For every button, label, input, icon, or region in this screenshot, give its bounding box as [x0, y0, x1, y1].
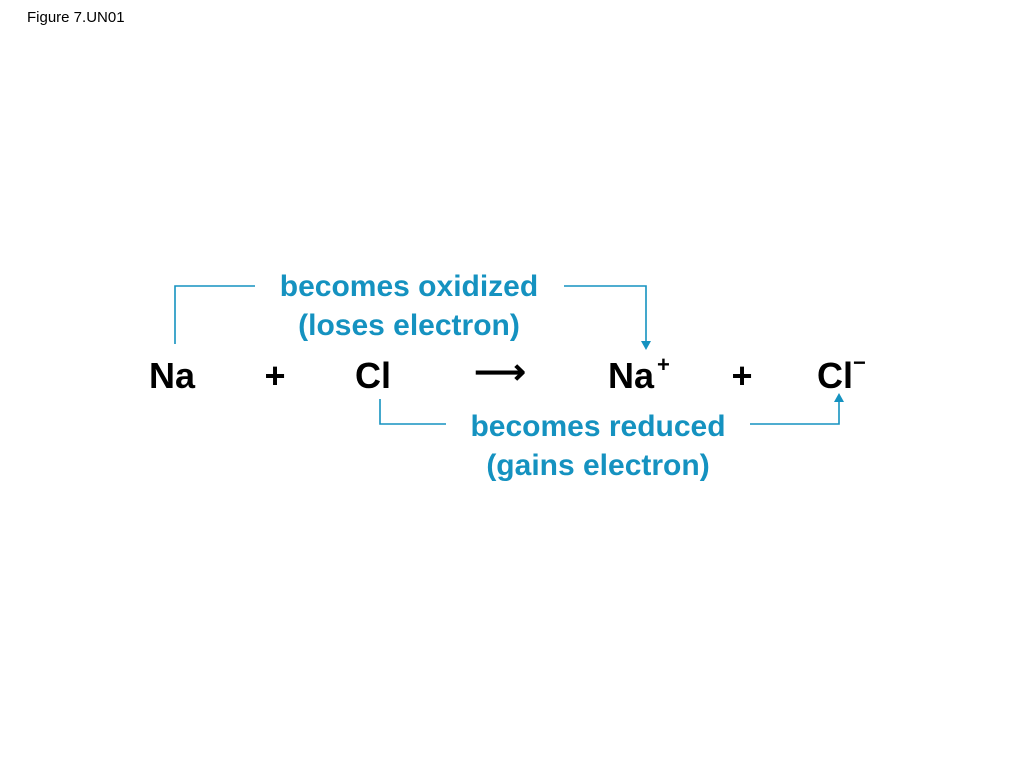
reaction-arrow: ⟶ — [474, 351, 526, 392]
product-chloride-ion-charge: − — [853, 350, 866, 375]
product-chloride-ion: Cl — [817, 355, 853, 396]
reduction-sublabel: (gains electron) — [486, 449, 709, 482]
product-sodium-ion: Na — [608, 355, 655, 396]
reactant-chlorine: Cl — [355, 355, 391, 396]
oxidation-bracket-left — [174, 285, 255, 344]
product-sodium-ion-charge: + — [657, 352, 670, 377]
reduction-bracket-left — [379, 399, 446, 425]
reactant-sodium: Na — [149, 355, 196, 396]
reduction-bracket-right — [750, 401, 840, 425]
reduction-label: becomes reduced — [470, 410, 725, 443]
reduction-bracket — [379, 399, 840, 425]
oxidation-bracket — [174, 285, 647, 344]
plus-sign-left: + — [264, 355, 285, 396]
oxidation-sublabel: (loses electron) — [298, 309, 520, 342]
figure-label: Figure 7.UN01 — [27, 9, 125, 26]
plus-sign-right: + — [731, 355, 752, 396]
reduction-arrowhead — [834, 393, 844, 402]
oxidation-bracket-right — [564, 285, 647, 342]
oxidation-label: becomes oxidized — [280, 270, 538, 303]
oxidation-arrowhead — [641, 341, 651, 350]
